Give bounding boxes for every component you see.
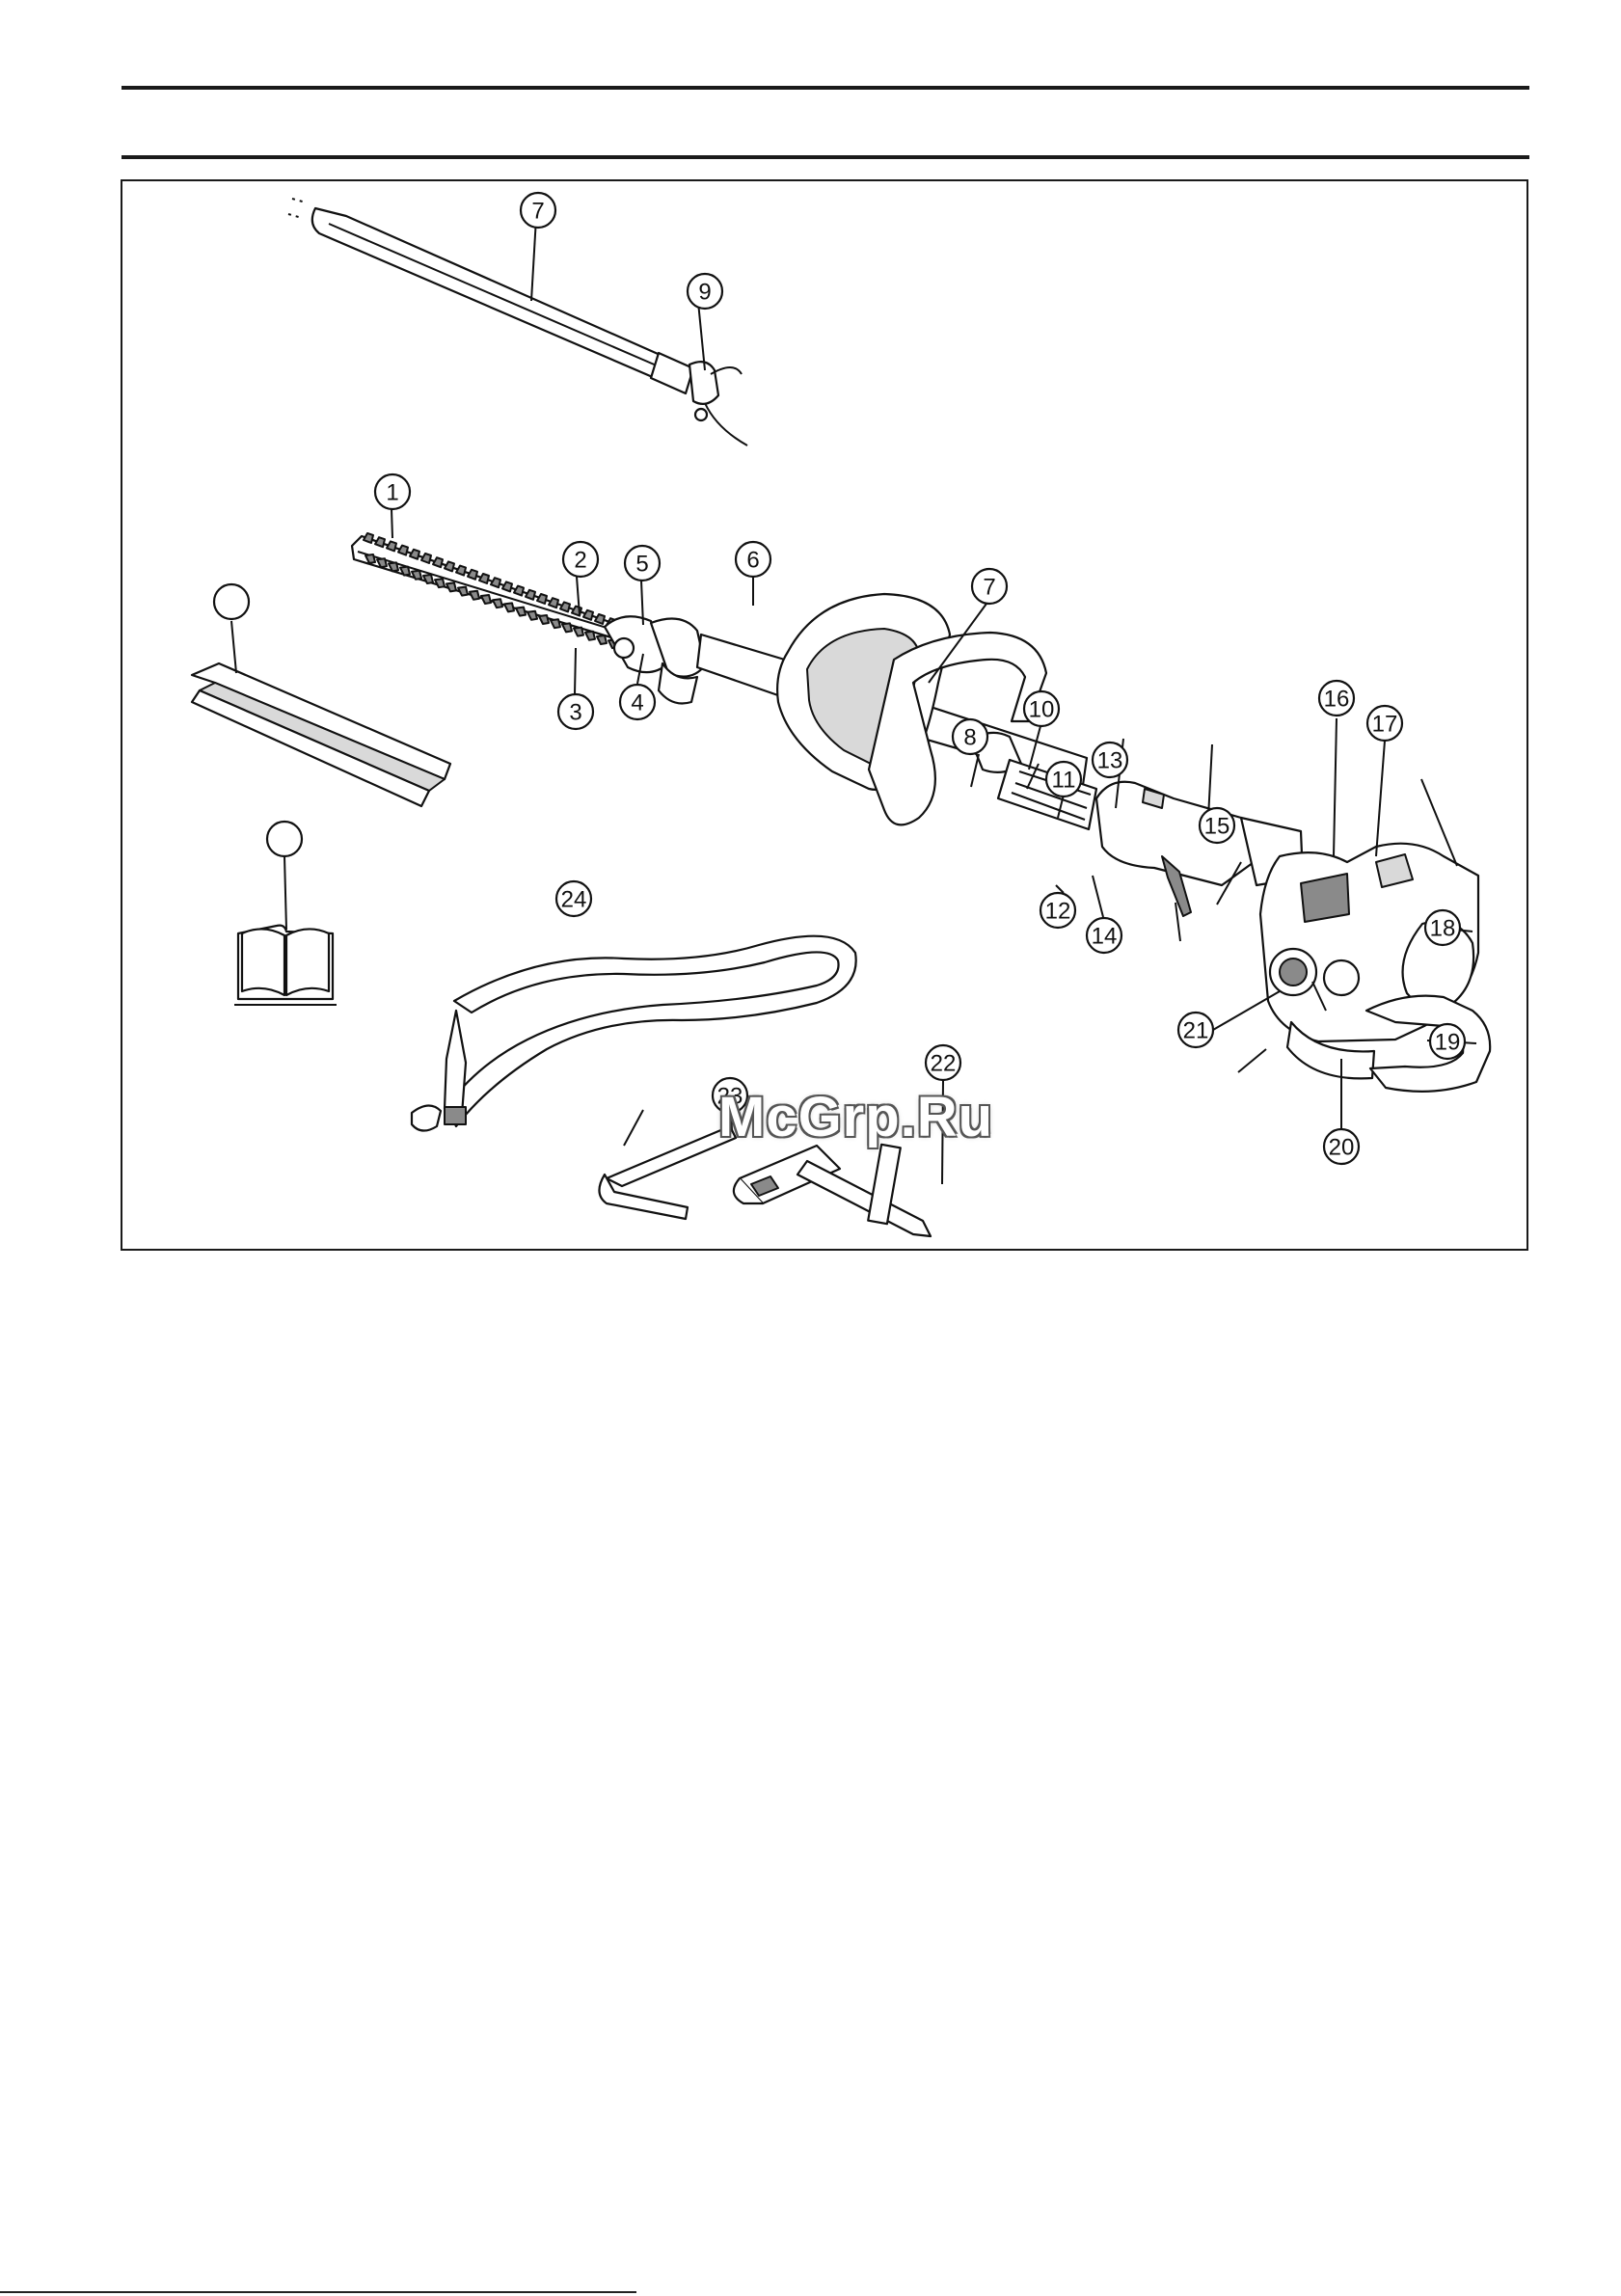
callout-circle	[214, 584, 249, 619]
callout-c12: 12	[1040, 893, 1075, 928]
header-rule-top	[122, 86, 1529, 90]
callout-number: 10	[1029, 697, 1055, 723]
callout-number: 7	[531, 199, 544, 225]
callout-cB	[267, 822, 302, 856]
callout-number: 11	[1052, 768, 1076, 794]
gear-case-drawing	[605, 616, 705, 703]
callout-number: 2	[574, 548, 586, 574]
callout-number: 17	[1372, 712, 1398, 738]
callout-number: 16	[1324, 687, 1350, 713]
callout-c16: 16	[1319, 681, 1354, 716]
callout-c7b: 7	[972, 569, 1007, 604]
callout-number: 8	[963, 725, 976, 751]
callout-c9: 9	[688, 274, 722, 309]
callout-number: 21	[1183, 1018, 1209, 1044]
callout-c6: 6	[736, 542, 770, 577]
callout-number: 19	[1435, 1030, 1461, 1056]
callout-cA	[214, 584, 249, 619]
blade-cover-drawing	[192, 663, 450, 806]
callout-number: 20	[1329, 1135, 1355, 1161]
callout-number: 9	[698, 280, 711, 306]
callout-number: 1	[386, 480, 398, 506]
callout-number: 4	[631, 690, 643, 716]
callout-c10: 10	[1024, 691, 1059, 726]
callout-c3: 3	[558, 694, 593, 729]
callout-c8: 8	[953, 719, 987, 754]
callout-number: 14	[1092, 924, 1118, 950]
callout-number: 18	[1430, 916, 1456, 942]
callout-c21: 21	[1178, 1013, 1213, 1047]
watermark: McGrp.Ru	[718, 1085, 993, 1149]
callout-c4: 4	[620, 685, 655, 719]
callout-number: 7	[983, 575, 995, 601]
callout-c2: 2	[563, 542, 598, 577]
callout-c7a: 7	[521, 193, 555, 228]
callout-c1: 1	[375, 474, 410, 509]
callout-c22: 22	[926, 1045, 960, 1080]
callout-number: 13	[1097, 748, 1123, 774]
callout-c11: 11	[1046, 762, 1081, 797]
callout-number: 3	[569, 700, 581, 726]
callout-c24: 24	[556, 881, 591, 916]
callout-c13: 13	[1093, 743, 1127, 777]
callout-number: 15	[1204, 814, 1230, 840]
manual-book-drawing	[234, 926, 337, 1005]
callout-number: 22	[931, 1051, 957, 1077]
callout-c17: 17	[1367, 706, 1402, 741]
bottom-rule	[0, 2291, 636, 2293]
callout-c20: 20	[1324, 1129, 1359, 1164]
callout-number: 6	[746, 548, 759, 574]
extension-shaft-drawing	[288, 199, 747, 446]
callout-c19: 19	[1430, 1024, 1465, 1059]
hex-key-drawing	[599, 1126, 736, 1219]
callout-circle	[267, 822, 302, 856]
callout-number: 12	[1045, 899, 1071, 925]
callout-c5: 5	[625, 546, 660, 581]
callout-number: 5	[635, 552, 648, 578]
plug-wrench-drawing	[734, 1145, 931, 1236]
header-rule-bottom	[122, 155, 1529, 159]
callout-number: 24	[561, 887, 587, 913]
callout-c14: 14	[1087, 918, 1121, 953]
callout-c18: 18	[1425, 910, 1460, 945]
callout-c15: 15	[1200, 808, 1234, 843]
